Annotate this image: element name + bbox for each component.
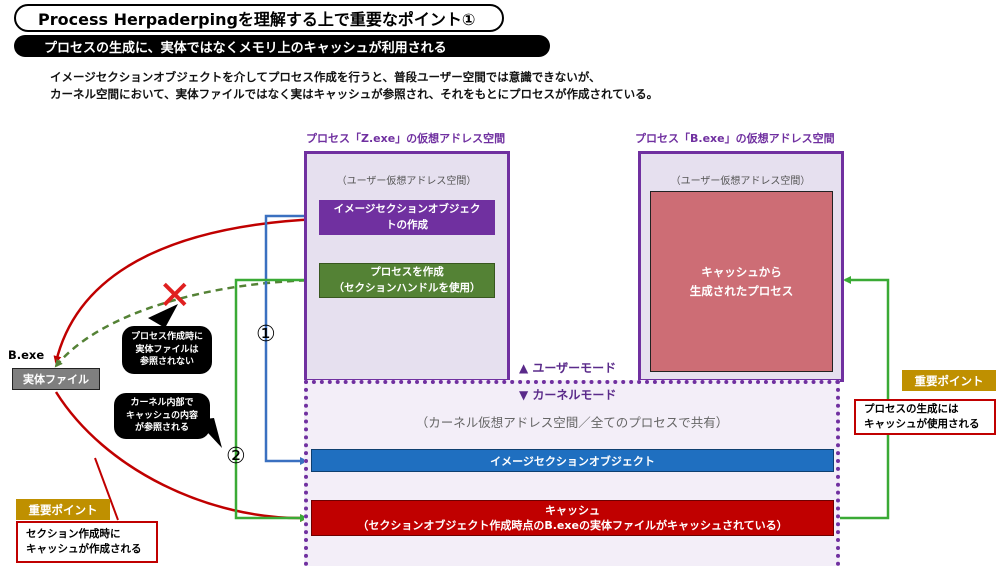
left-point-tag: 重要ポイント [16, 499, 110, 520]
create-process-line-1: プロセスを作成 [370, 266, 444, 279]
create-section-object-box: イメージセクションオブジェク トの作成 [319, 200, 495, 235]
b-user-space-label: （ユーザー仮想アドレス空間） [670, 176, 811, 187]
right-point-tag: 重要ポイント [902, 370, 996, 391]
kernel-space-label: （カーネル仮想アドレス空間／全てのプロセスで共有） [415, 415, 729, 430]
cached-process-line-2: 生成されたプロセス [689, 283, 794, 298]
page-title: Process Herpaderpingを理解する上で重要なポイント① [14, 4, 504, 32]
create-process-line-2: （セクションハンドルを使用） [333, 281, 481, 294]
bubble-not-referenced-line-2: 実体ファイルは [135, 344, 199, 355]
bubble-not-referenced-line-3: 参照されない [139, 357, 194, 368]
image-section-object-bar: イメージセクションオブジェクト [311, 449, 834, 472]
user-mode-label: ▲ ユーザーモード [519, 361, 617, 375]
z-space-title: プロセス「Z.exe」の仮想アドレス空間 [306, 132, 506, 145]
left-point-note: セクション作成時に キャッシュが作成される [16, 521, 158, 563]
kernel-space [304, 380, 840, 566]
right-point-line-1: プロセスの生成には [864, 402, 959, 415]
bubble-cache-referenced: カーネル内部で キャッシュの内容 が参照される [114, 393, 210, 439]
z-user-space-label: （ユーザー仮想アドレス空間） [336, 176, 477, 187]
bubble-not-referenced-line-1: プロセス作成時に [130, 332, 203, 343]
bubble-cache-referenced-line-1: カーネル内部で [130, 398, 194, 409]
dashed-arrow-not-referenced [54, 278, 319, 368]
bubble-not-referenced: プロセス作成時に 実体ファイルは 参照されない [122, 326, 212, 374]
red-arrow-section-to-file [53, 217, 319, 364]
cached-process-box: キャッシュから 生成されたプロセス [650, 191, 833, 372]
physical-file-box: 実体ファイル [12, 368, 100, 390]
red-arrow-file-to-cache [54, 391, 308, 523]
right-point-note: プロセスの生成には キャッシュが使用される [854, 399, 996, 435]
description-line-2: カーネル空間において、実体ファイルではなく実はキャッシュが参照され、それをもとに… [50, 87, 659, 101]
left-point-line-2: キャッシュが作成される [26, 543, 142, 555]
step-1-marker: ① [256, 322, 276, 347]
left-point-line-1: セクション作成時に [26, 527, 121, 540]
cache-bar: キャッシュ （セクションオブジェクト作成時点のB.exeの実体ファイルがキャッシ… [311, 500, 834, 536]
b-space-title: プロセス「B.exe」の仮想アドレス空間 [635, 132, 835, 145]
step-2-marker: ② [226, 444, 246, 469]
green-arrow-step2 [234, 278, 318, 522]
cross-mark-icon: ✕ [158, 273, 192, 319]
kernel-mode-label: ▼ カーネルモード [519, 388, 617, 402]
create-process-box: プロセスを作成 （セクションハンドルを使用） [319, 263, 495, 298]
blue-arrow-step1 [264, 214, 318, 465]
bubble-pointer-not-referenced [148, 304, 178, 328]
right-point-line-2: キャッシュが使用される [864, 418, 980, 430]
file-name-label: B.exe [8, 348, 45, 362]
create-section-line-2: トの作成 [386, 218, 428, 231]
description-line-1: イメージセクションオブジェクトを介してプロセス作成を行うと、普段ユーザー空間では… [50, 70, 601, 84]
page-subtitle: プロセスの生成に、実体ではなくメモリ上のキャッシュが利用される [14, 35, 550, 57]
bubble-cache-referenced-line-3: が参照される [134, 423, 189, 434]
red-leader-left-note [94, 457, 119, 521]
cache-bar-line-2: （セクションオブジェクト作成時点のB.exeの実体ファイルがキャッシュされている… [357, 519, 788, 532]
create-section-line-1: イメージセクションオブジェク [333, 203, 481, 216]
bubble-cache-referenced-line-2: キャッシュの内容 [125, 410, 198, 421]
cache-bar-line-1: キャッシュ [545, 503, 600, 517]
cached-process-line-1: キャッシュから [701, 265, 782, 280]
